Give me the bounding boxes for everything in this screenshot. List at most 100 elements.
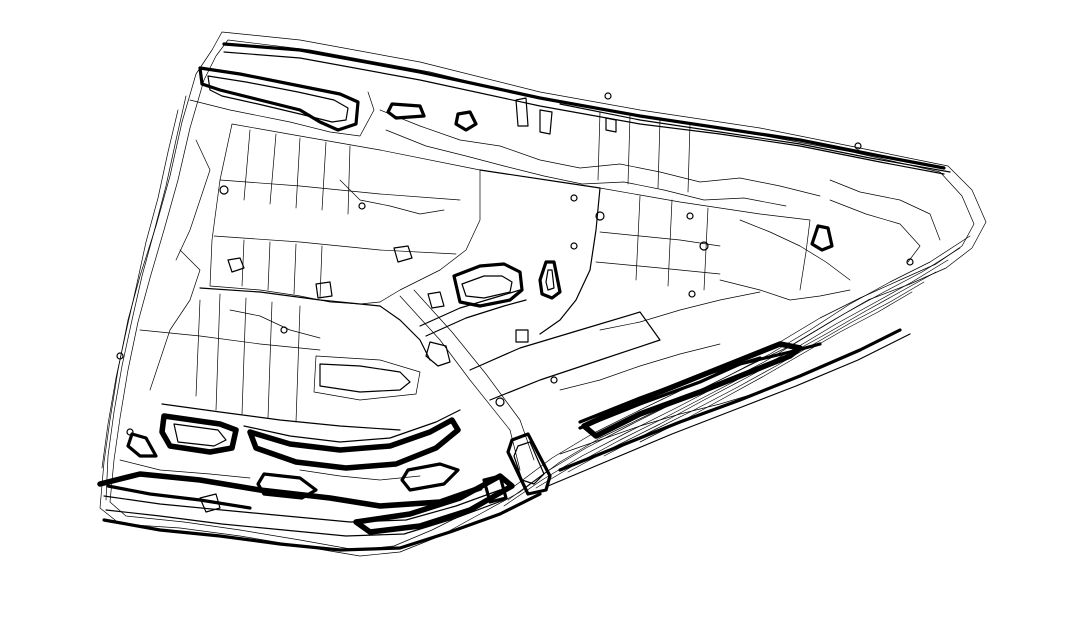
pond-outline — [605, 117, 617, 133]
spot-feature — [604, 92, 612, 100]
terrain-contours — [119, 109, 941, 481]
central-ramp — [425, 299, 527, 337]
central-structure — [461, 275, 513, 299]
southeast-slope-contour — [603, 281, 925, 457]
parking-row-line — [139, 329, 321, 351]
terrain-contour — [385, 129, 787, 207]
parking-stall-line — [269, 133, 277, 205]
pond-outline — [393, 245, 413, 263]
parking-lot-outline — [199, 287, 431, 361]
southeast-road-edge — [558, 328, 902, 472]
parking-grid-center — [479, 111, 811, 335]
pond-contours — [227, 97, 834, 343]
parking-stall-line — [241, 239, 245, 287]
pond-outline — [315, 281, 333, 299]
pond-outline — [227, 257, 245, 273]
curved-berm — [353, 473, 515, 535]
central-structure — [452, 262, 524, 308]
parking-stall-line — [635, 195, 641, 281]
parking-stall-line — [321, 141, 327, 211]
spot-feature — [688, 290, 696, 298]
south-road-edge — [105, 499, 505, 537]
curved-berm — [126, 432, 158, 458]
parking-stall-line — [293, 243, 297, 295]
culvert-structure — [513, 441, 545, 485]
spot-feature — [280, 326, 288, 334]
southeast-slope-contour — [639, 291, 913, 443]
terrain-contour — [299, 469, 421, 481]
parking-stall-line — [597, 111, 601, 181]
pond-outline — [545, 269, 555, 291]
southeast-road-edge — [547, 333, 911, 487]
road-edge-contours — [97, 42, 951, 552]
curved-berm — [243, 409, 461, 443]
terrain-contour — [379, 109, 821, 197]
central-structure — [313, 355, 421, 401]
culvert-structure — [506, 432, 552, 496]
terrain-contour — [559, 343, 721, 391]
terrain-contour — [599, 291, 761, 331]
outer-boundary-contour — [105, 95, 187, 501]
north-road-edge — [559, 103, 951, 173]
southeast-slope-contour — [507, 235, 971, 501]
spot-feature — [219, 185, 229, 195]
parking-row-line — [161, 403, 401, 431]
northwest-building-contours — [189, 66, 375, 137]
central-ramp — [399, 295, 521, 471]
parking-stall-line — [295, 305, 301, 423]
terrain-contour — [229, 309, 321, 339]
outer-boundary-contour — [109, 39, 975, 551]
central-ramp — [413, 289, 535, 461]
spot-feature — [116, 352, 124, 360]
pond-outline — [538, 260, 562, 300]
north-road-edge — [222, 42, 946, 170]
parking-stall-line — [243, 129, 251, 201]
south-curved-contours — [106, 341, 803, 535]
parking-stall-line — [347, 145, 351, 215]
central-structure — [319, 363, 411, 393]
terrain-contour — [339, 179, 445, 215]
spot-feature — [570, 194, 578, 202]
parking-stall-line — [215, 293, 221, 411]
central-structure-contours — [313, 262, 661, 471]
parking-grid-west — [139, 287, 431, 431]
terrain-contour — [119, 459, 251, 479]
curved-berm — [173, 423, 227, 447]
terrain-contour — [829, 179, 941, 241]
terrain-contour — [829, 199, 921, 263]
spot-feature — [686, 212, 694, 220]
south-road-edge — [103, 489, 501, 523]
parking-row-line — [213, 235, 457, 255]
parking-stall-line — [295, 137, 301, 209]
pond-outline — [454, 110, 478, 132]
curved-berm — [159, 413, 239, 455]
building-outline — [189, 91, 375, 137]
south-road-edge — [102, 492, 542, 552]
pond-outline — [810, 224, 834, 252]
curved-berm — [256, 472, 318, 500]
curved-berm — [106, 484, 252, 510]
spot-feature — [595, 211, 605, 221]
central-diagonal-boundary — [469, 311, 661, 401]
parking-stall-line — [687, 123, 691, 193]
spot-feature — [358, 202, 366, 210]
parking-stall-line — [195, 299, 201, 397]
spot-feature — [126, 428, 134, 436]
parking-stall-line — [657, 119, 661, 189]
parking-stall-line — [241, 297, 247, 415]
parking-row-line — [219, 179, 461, 201]
terrain-contour — [719, 279, 851, 301]
terrain-contour — [559, 391, 761, 455]
pond-outline — [515, 329, 529, 343]
parking-row-line — [599, 231, 721, 247]
culvert-structure — [199, 493, 221, 513]
parking-stall-line — [627, 115, 631, 185]
south-road-edge — [97, 471, 483, 509]
building-outline — [198, 66, 360, 132]
parking-grid-north — [209, 123, 481, 305]
curved-berm — [581, 341, 803, 439]
terrain-contour — [175, 139, 211, 261]
parking-stall-line — [267, 241, 271, 291]
